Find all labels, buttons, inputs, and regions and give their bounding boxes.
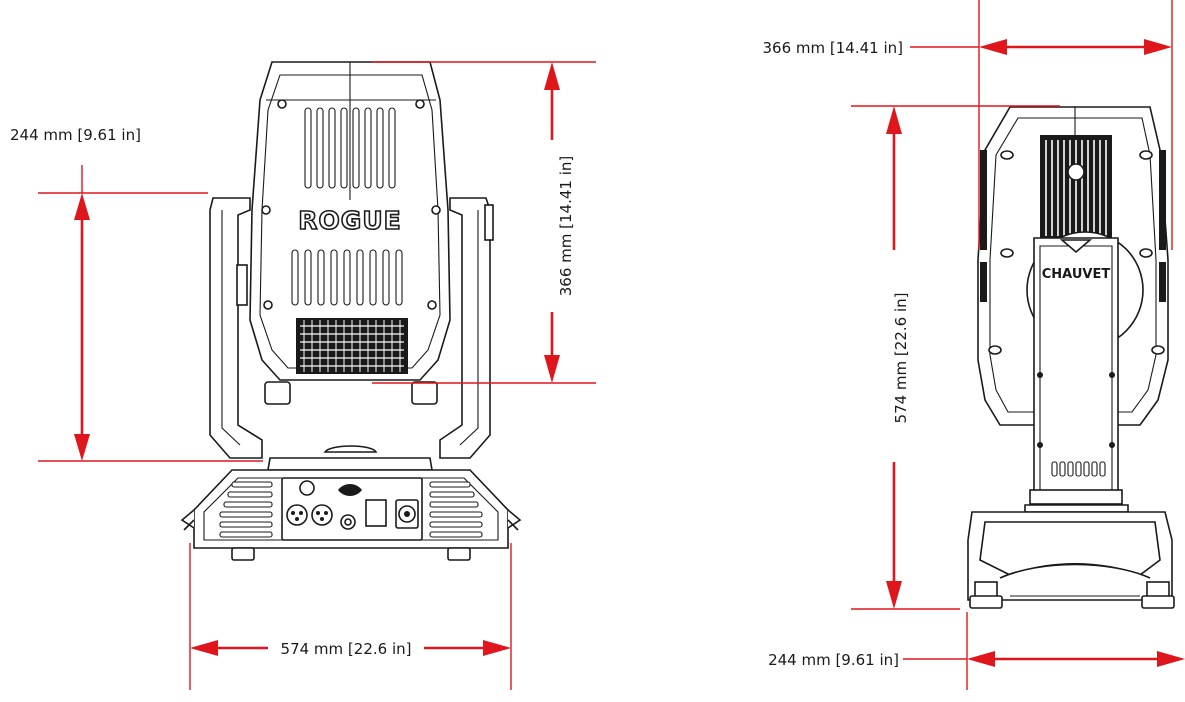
dim-label-side-total-height: 574 mm [22.6 in]: [892, 293, 910, 424]
dim-front-head-height: 366 mm [14.41 in]: [372, 61, 596, 384]
top-vent-grille-icon: [304, 107, 396, 189]
connector-panel-icon: [281, 477, 423, 541]
side-fixture-icon: CHAUVET: [967, 106, 1175, 609]
dim-side-total-height: 574 mm [22.6 in]: [851, 105, 1060, 610]
front-fixture-icon: ROGUE: [180, 61, 522, 561]
base-grille-right-icon: [429, 481, 483, 538]
yoke-slot-icon: [1051, 461, 1106, 477]
dim-side-base-width: 244 mm [9.61 in]: [768, 612, 1185, 690]
dim-side-head-depth: 366 mm [14.41 in]: [763, 0, 1173, 250]
fan-mesh-icon: [296, 318, 408, 374]
side-brand-logo: CHAUVET: [1042, 267, 1111, 282]
dim-front-yoke-height: 244 mm [9.61 in]: [10, 126, 263, 462]
dim-label-side-head-depth: 366 mm [14.41 in]: [763, 39, 903, 57]
front-brand-logo: ROGUE: [298, 206, 401, 235]
dim-label-side-base-width: 244 mm [9.61 in]: [768, 651, 899, 669]
side-top-grille-icon: [1040, 135, 1112, 240]
dim-label-front-yoke-height: 244 mm [9.61 in]: [10, 126, 141, 144]
base-grille-left-icon: [219, 481, 273, 538]
dim-label-front-head-height: 366 mm [14.41 in]: [557, 156, 575, 296]
lower-vent-grille-icon: [291, 249, 403, 306]
dim-front-width: 574 mm [22.6 in]: [189, 543, 512, 690]
dim-label-front-width: 574 mm [22.6 in]: [281, 640, 412, 658]
